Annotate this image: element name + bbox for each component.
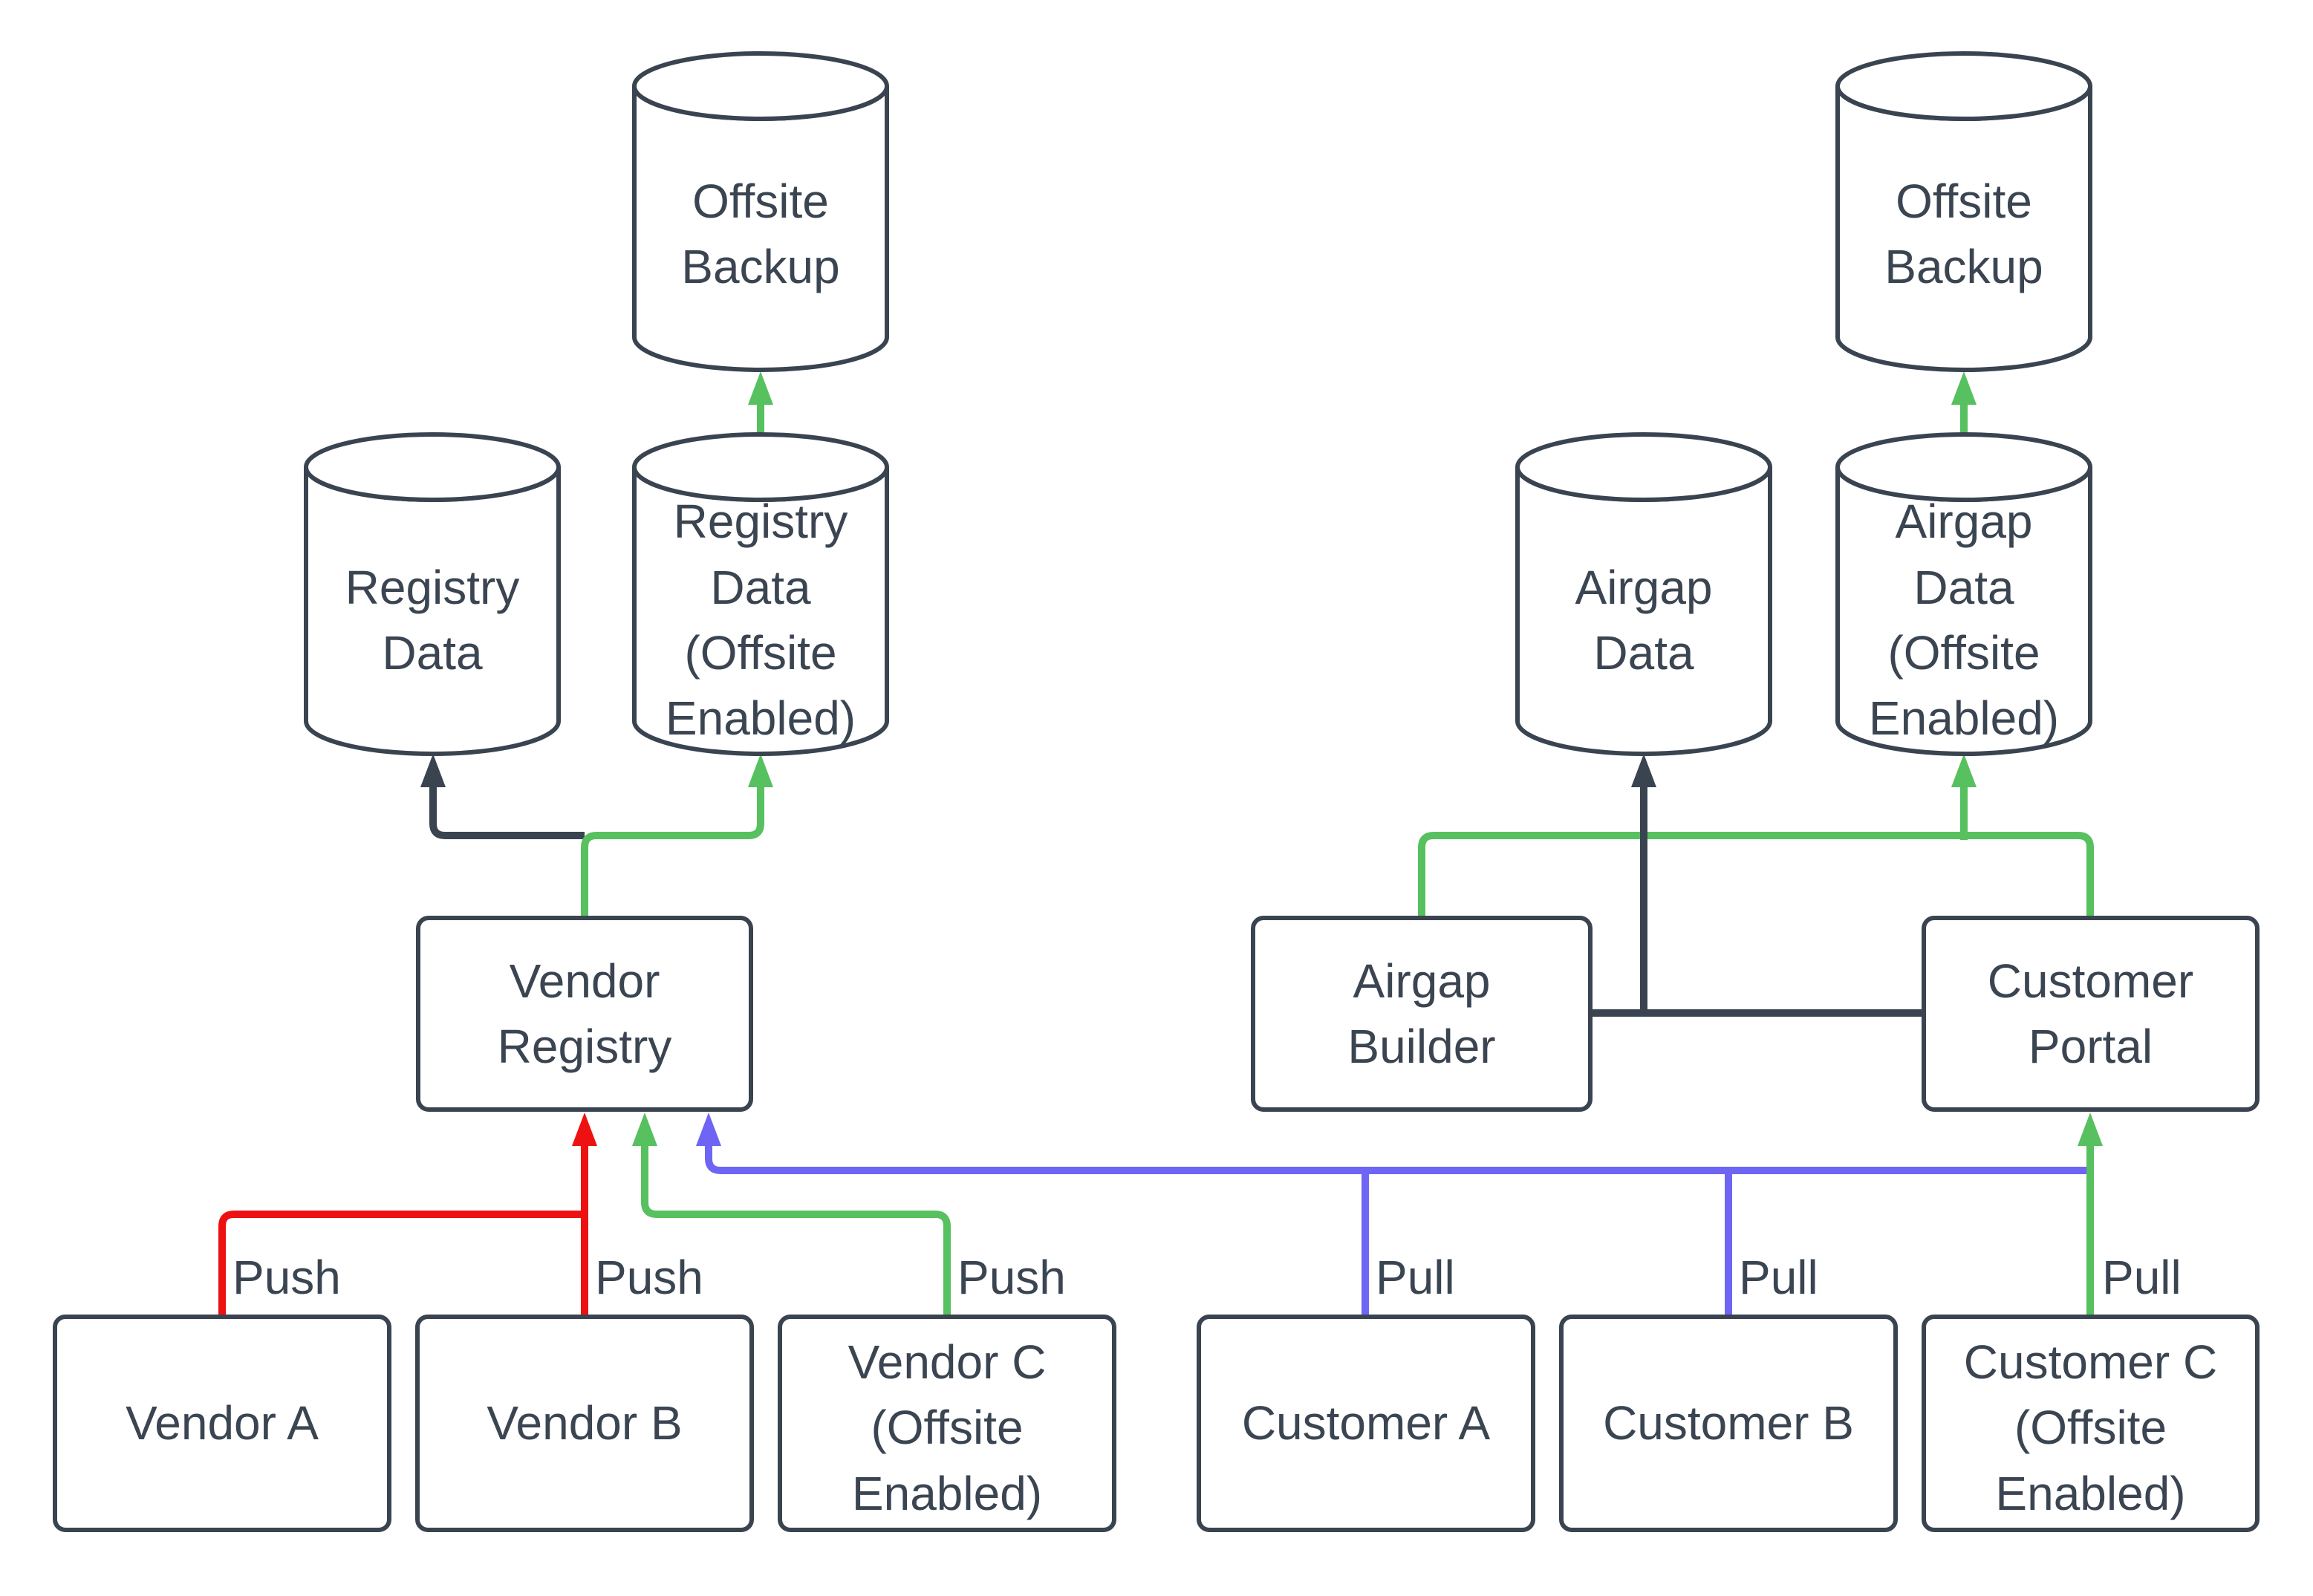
airgap-data-cylinder bbox=[1515, 432, 1772, 756]
customer-c-box bbox=[1922, 1315, 2260, 1532]
edge-vendor-registry-to-registry-data bbox=[429, 787, 585, 839]
registry-data-cylinder bbox=[304, 432, 561, 756]
registry-data-offsite-cylinder bbox=[632, 432, 889, 756]
arrowhead-push-red bbox=[572, 1113, 597, 1146]
arrowhead-customer-portal bbox=[2078, 1113, 2103, 1146]
vendor-registry-box bbox=[416, 916, 753, 1112]
shapes bbox=[53, 51, 2260, 1532]
edge-builder-portal-to-airgap-data-offsite bbox=[1418, 787, 2094, 918]
arrowhead-airgap-data-offsite bbox=[1951, 754, 1977, 787]
vendor-c-box bbox=[778, 1315, 1116, 1532]
customer-a-box bbox=[1197, 1315, 1535, 1532]
arrowhead-offsite-backup-left bbox=[748, 371, 773, 405]
edges bbox=[218, 371, 2103, 1317]
airgap-builder-box bbox=[1251, 916, 1593, 1112]
arrowhead-pull-blue bbox=[696, 1113, 721, 1146]
customer-portal-box bbox=[1922, 916, 2260, 1112]
arrowhead-push-green bbox=[632, 1113, 657, 1146]
edge-vendor-c-push bbox=[641, 1146, 951, 1317]
offsite-backup-left-cylinder bbox=[632, 51, 889, 372]
edge-vendor-a-b-push bbox=[218, 1146, 588, 1317]
arrowhead-airgap-data bbox=[1631, 754, 1656, 787]
vendor-a-box bbox=[53, 1315, 391, 1532]
arrowhead-registry-data-offsite bbox=[748, 754, 773, 787]
arrowhead-registry-data bbox=[420, 754, 446, 787]
arrowhead-offsite-backup-right bbox=[1951, 371, 1977, 405]
edge-vendor-registry-to-registry-data-offsite bbox=[581, 787, 764, 918]
customer-b-box bbox=[1559, 1315, 1898, 1532]
airgap-data-offsite-cylinder bbox=[1835, 432, 2092, 756]
vendor-b-box bbox=[415, 1315, 754, 1532]
offsite-backup-right-cylinder bbox=[1835, 51, 2092, 372]
edge-customer-a-b-pull bbox=[705, 1146, 2090, 1317]
